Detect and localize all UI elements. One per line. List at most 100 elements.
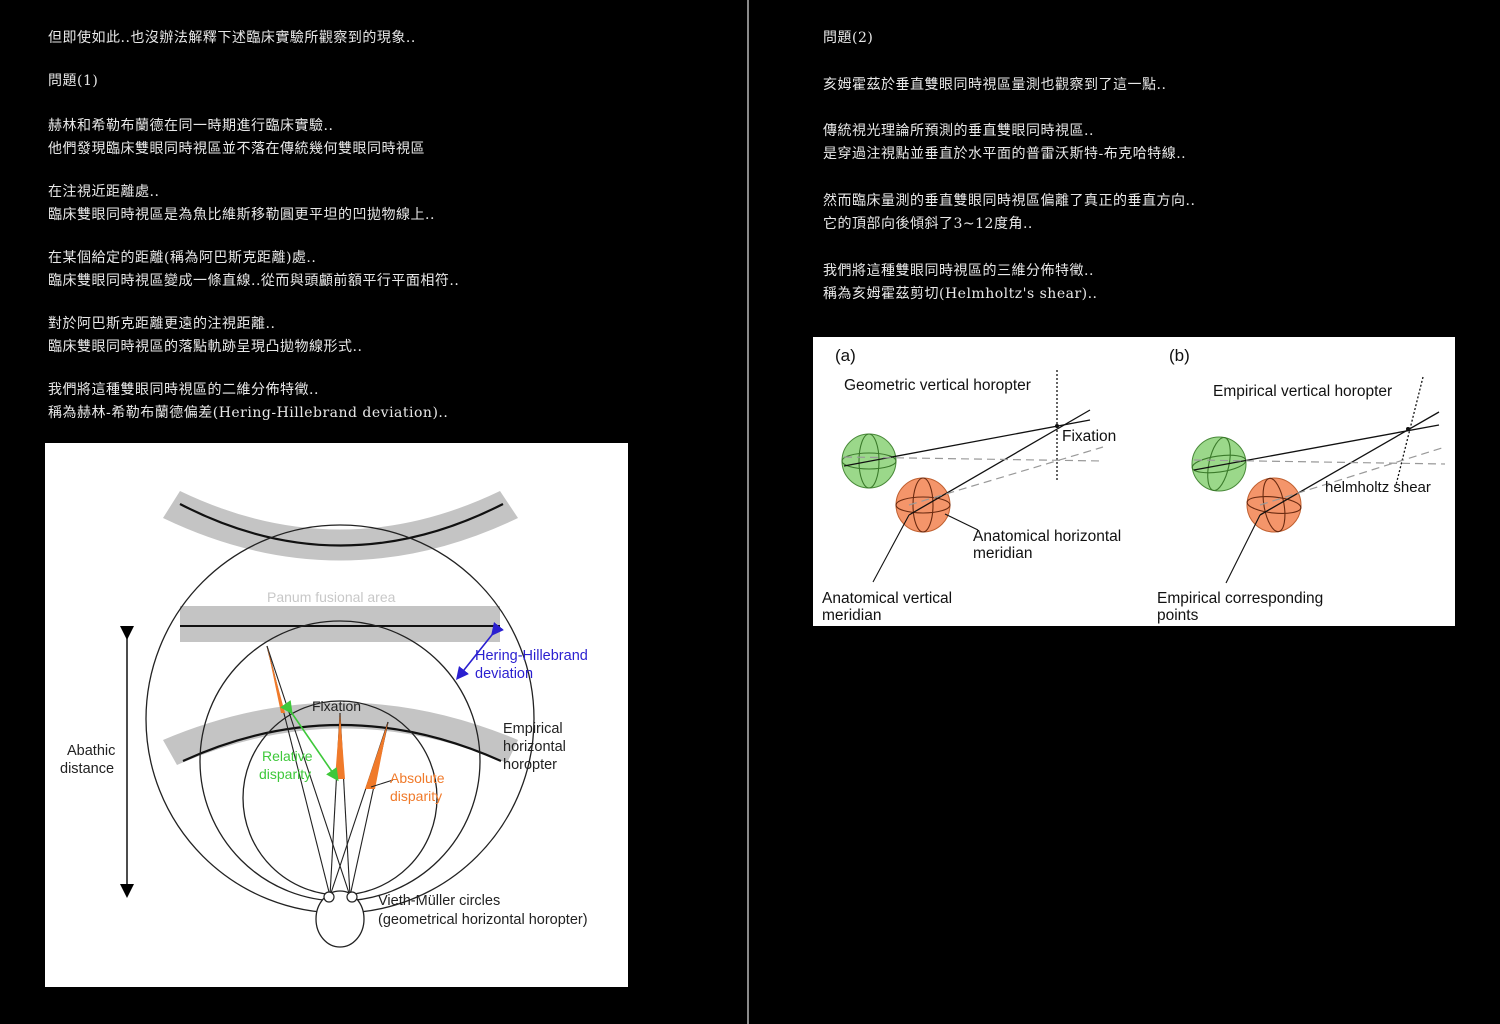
abathic-label: Abathic <box>67 743 115 759</box>
absolute-disparity-pointer <box>370 779 394 788</box>
panel-b: (b) Empirical vertical horopter helmholt… <box>1157 346 1446 624</box>
paragraph: 亥姆霍茲於垂直雙眼同時視區量測也觀察到了這一點.. <box>823 74 1166 97</box>
paragraph: 我們將這種雙眼同時視區的二維分佈特徵.. 稱為赫林-希勒布蘭德偏差(Hering… <box>48 379 448 424</box>
disparity-wedge-left <box>267 646 285 713</box>
anat-vertical-label: meridian <box>822 607 881 624</box>
fixation-label: Fixation <box>1062 428 1116 445</box>
vertical-horopter-svg: (a) Geometric vertical horopter Fixation… <box>822 346 1446 624</box>
heading-question-2: 問題(2) <box>823 27 873 50</box>
text-line: 赫林和希勒布蘭德在同一時期進行臨床實驗.. <box>48 118 334 134</box>
abathic-label: distance <box>60 761 114 777</box>
empirical-horopter-label: horopter <box>503 757 557 773</box>
page-divider <box>747 0 749 1024</box>
sight-line <box>843 419 1091 467</box>
intro-text: 但即使如此..也沒辦法解釋下述臨床實驗所觀察到的現象.. <box>48 27 416 50</box>
eye-meridian <box>895 496 951 514</box>
text-line: 臨床雙眼同時視區是為魚比維斯移勒圓更平坦的凹拋物線上.. <box>48 206 435 223</box>
relative-disparity-arrow <box>280 700 339 782</box>
panum-band <box>180 606 500 642</box>
eye-meridian <box>1246 496 1302 514</box>
fixation-label: Fixation <box>312 698 361 714</box>
text-line: 臨床雙眼同時視區的落點軌跡呈現凸拋物線形式.. <box>48 338 363 355</box>
eye-meridian <box>912 477 934 533</box>
dashed-line <box>908 446 1104 506</box>
text-line: 我們將這種雙眼同時視區的三維分佈特徵.. <box>823 263 1094 279</box>
fixation-point <box>1406 427 1410 431</box>
empirical-horopter-label: horizontal <box>503 739 566 755</box>
fixation-point <box>1055 424 1059 428</box>
empirical-horopter-label: Empirical <box>503 721 563 737</box>
pointer-line <box>872 514 910 583</box>
text-line: 我們將這種雙眼同時視區的二維分佈特徵.. <box>48 382 319 398</box>
paragraph: 赫林和希勒布蘭德在同一時期進行臨床實驗.. 他們發現臨床雙眼同時視區並不落在傳統… <box>48 115 425 160</box>
paragraph: 傳統視光理論所預測的垂直雙眼同時視區.. 是穿過注視點並垂直於水平面的普雷沃斯特… <box>823 120 1186 165</box>
eye-meridian <box>1262 477 1286 533</box>
left-page: 但即使如此..也沒辦法解釋下述臨床實驗所觀察到的現象.. 問題(1) 赫林和希勒… <box>0 0 747 1024</box>
empirical-corresponding-label: points <box>1157 607 1199 624</box>
paragraph: 然而臨床量測的垂直雙眼同時視區偏離了真正的垂直方向.. 它的頂部向後傾斜了3~1… <box>823 190 1195 235</box>
panel-b-label: (b) <box>1169 346 1190 365</box>
text-line: 在注視近距離處.. <box>48 184 160 200</box>
geometric-vertical-label: Geometric vertical horopter <box>844 377 1031 394</box>
left-eye-globe <box>1191 436 1247 492</box>
text-line: 在某個給定的距離(稱為阿巴斯克距離)處.. <box>48 250 317 266</box>
text-line: 亥姆霍茲於垂直雙眼同時視區量測也觀察到了這一點.. <box>823 77 1167 93</box>
helmholtz-shear-label: helmholtz shear <box>1325 479 1431 496</box>
heading-text: 問題(2) <box>823 30 874 46</box>
dashed-line <box>1259 446 1446 506</box>
head-icon <box>315 890 365 948</box>
vm-label: (geometrical horizontal horopter) <box>378 912 588 928</box>
right-page: 問題(2) 亥姆霍茲於垂直雙眼同時視區量測也觀察到了這一點.. 傳統視光理論所預… <box>749 0 1500 1024</box>
disparity-wedge-right <box>365 722 388 789</box>
vm-label: Vieth-Müller circles <box>378 893 500 909</box>
text-line: 對於阿巴斯克距離更遠的注視距離.. <box>48 316 276 332</box>
text-line: 稱為赫林-希勒布蘭德偏差(Hering-Hillebrand deviation… <box>48 404 449 421</box>
relative-disparity-label: disparity <box>259 766 311 782</box>
empirical-vertical-label: Empirical vertical horopter <box>1213 383 1392 400</box>
anat-horizontal-label: Anatomical horizontal <box>973 528 1121 545</box>
eye-meridian <box>841 452 897 470</box>
empirical-corresponding-label: Empirical corresponding <box>1157 590 1323 607</box>
hh-label: Hering-Hillebrand <box>475 648 588 664</box>
heading-text: 問題(1) <box>48 73 99 89</box>
text-line: 他們發現臨床雙眼同時視區並不落在傳統幾何雙眼同時視區 <box>48 140 425 157</box>
hh-label: deviation <box>475 666 533 682</box>
paragraph: 在某個給定的距離(稱為阿巴斯克距離)處.. 臨床雙眼同時視區變成一條直線..從而… <box>48 247 459 292</box>
sight-line <box>1193 424 1440 471</box>
empirical-vertical-line <box>1395 376 1424 486</box>
text-line: 是穿過注視點並垂直於水平面的普雷沃斯特-布克哈特線.. <box>823 145 1187 162</box>
text-line: 但即使如此..也沒辦法解釋下述臨床實驗所觀察到的現象.. <box>48 30 416 46</box>
pointer-line <box>944 513 979 531</box>
eye-meridian <box>1207 436 1231 492</box>
text-line: 臨床雙眼同時視區變成一條直線..從而與頭顱前額平行平面相符.. <box>48 272 460 289</box>
dashed-line <box>1193 459 1446 465</box>
hh-deviation-arrow <box>456 622 504 681</box>
far-fusional-band <box>163 491 518 561</box>
right-eye-icon <box>346 891 358 903</box>
relative-disparity-label: Relative <box>262 748 313 764</box>
horopter-svg: Panum fusional area Hering-Hillebrand de… <box>60 491 588 948</box>
panum-label: Panum fusional area <box>267 589 396 605</box>
right-eye-globe <box>1246 477 1302 533</box>
near-fusional-band <box>163 702 518 765</box>
absolute-disparity-label: Absolute <box>390 770 445 786</box>
anat-horizontal-label: meridian <box>973 545 1032 562</box>
pointer-line <box>1225 514 1261 584</box>
sight-line <box>908 409 1091 516</box>
panel-a-label: (a) <box>835 346 856 365</box>
text-line: 稱為亥姆霍茲剪切(Helmholtz's shear).. <box>823 285 1098 302</box>
eye-meridian <box>858 433 880 489</box>
paragraph: 在注視近距離處.. 臨床雙眼同時視區是為魚比維斯移勒圓更平坦的凹拋物線上.. <box>48 181 435 226</box>
paragraph: 我們將這種雙眼同時視區的三維分佈特徵.. 稱為亥姆霍茲剪切(Helmholtz'… <box>823 260 1098 305</box>
paragraph: 對於阿巴斯克距離更遠的注視距離.. 臨床雙眼同時視區的落點軌跡呈現凸拋物線形式.… <box>48 313 362 358</box>
left-eye-icon <box>323 891 335 903</box>
sight-line <box>1259 411 1440 516</box>
absolute-disparity-label: disparity <box>390 788 442 804</box>
horopter-diagram: Panum fusional area Hering-Hillebrand de… <box>45 443 628 987</box>
text-line: 傳統視光理論所預測的垂直雙眼同時視區.. <box>823 123 1094 139</box>
anat-vertical-label: Anatomical vertical <box>822 590 952 607</box>
text-line: 它的頂部向後傾斜了3~12度角.. <box>823 215 1033 232</box>
text-line: 然而臨床量測的垂直雙眼同時視區偏離了真正的垂直方向.. <box>823 193 1196 209</box>
far-horopter-curve <box>179 503 504 547</box>
panel-a: (a) Geometric vertical horopter Fixation… <box>822 346 1121 624</box>
